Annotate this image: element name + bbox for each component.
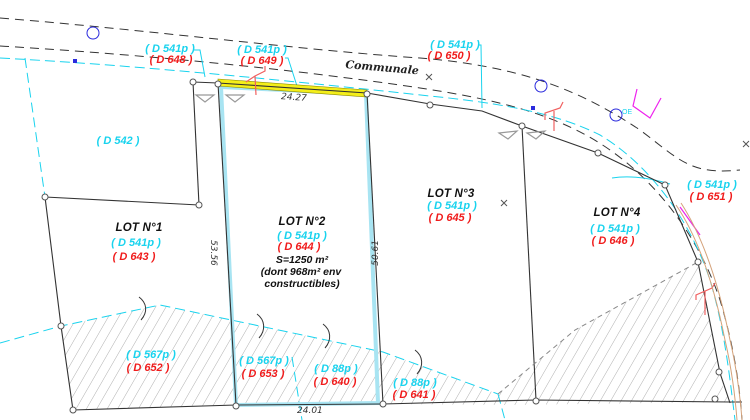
road-parcel-650: ( D 650 ) — [427, 50, 471, 62]
lot-3-parent: ( D 541p ) — [427, 200, 477, 212]
double-arrows — [138, 296, 423, 375]
road-parcel-651: ( D 651 ) — [689, 191, 733, 203]
hatched-zones — [61, 262, 730, 410]
lot-1-parent: ( D 541p ) — [111, 237, 161, 249]
dimension-top: 24.27 — [280, 92, 308, 104]
hatched-parcel-653: ( D 653 ) — [241, 368, 285, 380]
lot-4-parent: ( D 541p ) — [590, 223, 640, 235]
hatched-parent-640: ( D 88p ) — [314, 363, 358, 375]
magenta-symbol — [632, 88, 701, 236]
pole-marker-text: OE — [622, 109, 633, 116]
dimension-left: 53.56 — [208, 240, 218, 266]
x-markers — [425, 73, 750, 207]
lot-1-parcel: ( D 643 ) — [112, 251, 156, 263]
road-parcel-parent-648: ( D 541p ) — [145, 43, 195, 55]
dimension-right: 50.61 — [371, 240, 381, 266]
access-triangles — [194, 94, 547, 140]
lot-2-parent: ( D 541p ) — [277, 230, 327, 242]
dimension-bottom: 24.01 — [297, 406, 323, 416]
utility-poles — [86, 26, 623, 122]
servitude-boundary — [497, 261, 699, 395]
lot-3-parcel: ( D 645 ) — [428, 212, 472, 224]
lot-3-title: LOT N°3 — [427, 188, 475, 200]
hatched-parcel-641: ( D 641 ) — [392, 389, 436, 401]
road-parcel-parent-651: ( D 541p ) — [687, 179, 737, 191]
lot-1-title: LOT N°1 — [115, 222, 163, 234]
lot-2-surface: S=1250 m² — [275, 254, 329, 266]
lot-4-title: LOT N°4 — [593, 207, 641, 219]
lot-2-parcel: ( D 644 ) — [277, 241, 321, 253]
road-parcel-parent-649: ( D 541p ) — [237, 44, 287, 56]
lot-2-note-line1: (dont 968m² env — [260, 266, 342, 278]
curb-lines — [675, 202, 743, 420]
hatched-parcel-640: ( D 640 ) — [313, 376, 357, 388]
survey-points — [41, 78, 723, 414]
lot-4-parcel: ( D 646 ) — [591, 235, 635, 247]
lot-2-title: LOT N°2 — [278, 216, 326, 228]
red-symbols — [245, 66, 716, 315]
road-parcel-648: ( D 648 ) — [149, 54, 193, 66]
road-parcel-parent-650: ( D 541p ) — [430, 39, 480, 51]
hatched-parent-652: ( D 567p ) — [126, 349, 176, 361]
lot-2-note-line2: constructibles) — [264, 278, 340, 290]
parcel-542: ( D 542 ) — [96, 135, 140, 147]
road-parcel-649: ( D 649 ) — [240, 55, 284, 67]
hatched-parent-653: ( D 567p ) — [239, 355, 289, 367]
hatched-parent-641: ( D 88p ) — [393, 377, 437, 389]
blue-markers — [73, 59, 535, 110]
hatched-parcel-652: ( D 652 ) — [126, 362, 170, 374]
